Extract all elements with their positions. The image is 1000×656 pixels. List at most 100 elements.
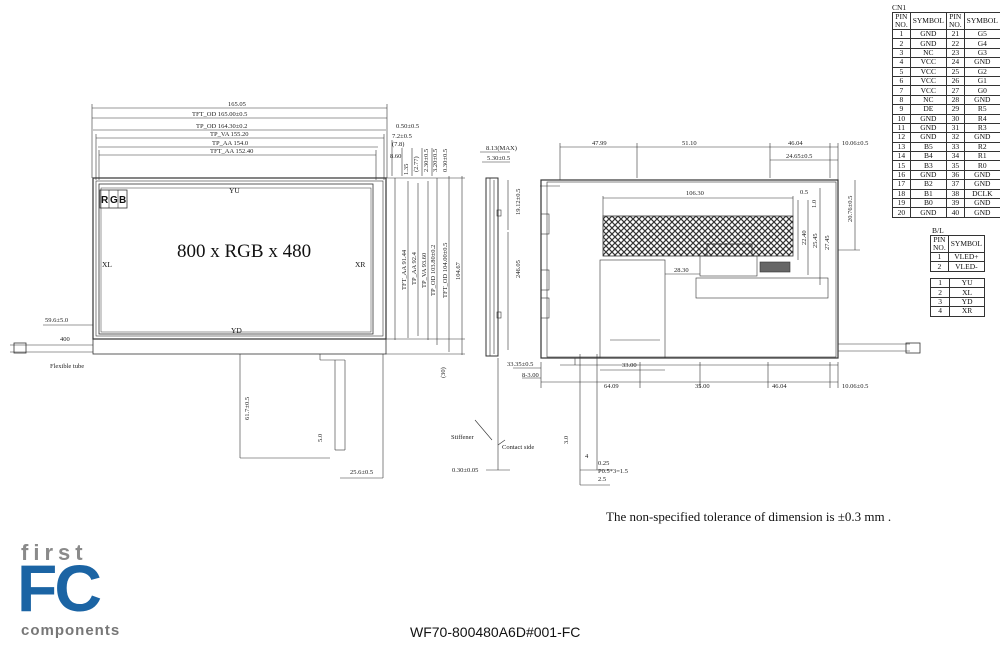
dim-v-tft-aa: TFT_AA 91.44	[401, 249, 408, 290]
part-number: WF70-800480A6D#001-FC	[410, 624, 581, 640]
cn1-cell: R1	[963, 151, 1000, 162]
cn1-cell: G5	[963, 28, 1000, 40]
cn1-cell: GND	[963, 198, 1000, 209]
dim-fpc-vert: 61.7±0.5	[244, 397, 251, 420]
stiffener-label: Stiffener	[451, 434, 474, 441]
cn1-cell: GND	[909, 132, 947, 143]
rear-fpc-dim-2: 4	[585, 453, 589, 460]
cn1-cell: B4	[909, 151, 947, 162]
tp-cell: 4	[929, 306, 951, 317]
dim-small-1: 0.50±0.5	[396, 123, 419, 130]
cn1-cell: R0	[963, 160, 1000, 171]
side-dim-2: 246.05	[515, 260, 522, 278]
logo-first: first	[21, 540, 88, 565]
cn1-cell: 30	[945, 113, 965, 124]
cn1-cell: 1	[892, 28, 911, 40]
tp-cell: 3	[929, 296, 951, 308]
dim-small-4: 8.60	[390, 153, 401, 160]
rear-dim-top-2: 51.10	[682, 140, 697, 147]
cn1-cell: 29	[945, 104, 965, 115]
cn1-cell: NC	[909, 94, 947, 106]
cable-tube: Flexible tube	[50, 363, 84, 370]
rear-dim-inner-4: 22.40	[801, 230, 808, 245]
cn1-cell: 16	[892, 169, 911, 181]
rgb-g: G	[110, 195, 118, 206]
tp-cell: YD	[949, 296, 985, 308]
cn1-cell: 33	[945, 141, 965, 153]
dim-small-2: 7.2±0.5	[392, 133, 412, 140]
cn1-cell: R4	[963, 113, 1000, 124]
bl-cell: VLED+	[947, 251, 986, 263]
rear-dim-inner-1: 106.30	[686, 190, 704, 197]
cn1-cell: GND	[963, 132, 1000, 143]
cn1-cell: GND	[963, 207, 1000, 218]
cn1-cell: G4	[963, 38, 1000, 49]
cn1-cell: GND	[963, 169, 1000, 181]
tp-cell: XR	[949, 306, 985, 317]
dim-v-small-2: (2.77)	[413, 156, 420, 172]
cn1-cell: 17	[892, 179, 911, 190]
cn1-cell: G3	[963, 47, 1000, 59]
dim-v-small-1: 1.35	[403, 164, 410, 175]
rear-dim-inner-2: 0.5	[800, 189, 808, 196]
bl-header-row: PIN NO. SYMBOL	[930, 235, 986, 253]
cn1-cell: 21	[945, 28, 965, 40]
dim-fpc-small: 5.0	[317, 434, 324, 442]
rear-dim-bottom-5: 46.04	[772, 383, 787, 390]
cn1-cell: 27	[945, 85, 965, 96]
logo-components: components	[21, 622, 121, 639]
cn1-cell: 40	[945, 207, 965, 218]
cn1-cell: G1	[963, 75, 1000, 87]
edge-label-right: XR	[355, 260, 365, 269]
cn1-cell: 20	[892, 207, 911, 218]
cn1-header-symbol-b: SYMBOL	[963, 12, 1000, 30]
cn1-cell: 23	[945, 47, 965, 59]
rear-dim-top-3: 46.04	[788, 140, 803, 147]
cn1-cell: R5	[963, 104, 1000, 115]
cn1-cell: 9	[892, 104, 911, 115]
cn1-cell: 3	[892, 47, 911, 59]
rear-dim-top-4: 10.06±0.5	[842, 140, 868, 147]
dim-v-tp-od: TP_OD 103.80±0.2	[430, 245, 437, 296]
cn1-header-pin-a: PIN NO.	[892, 12, 911, 30]
cn1-cell: 7	[892, 85, 911, 96]
cn1-cell: 10	[892, 113, 911, 124]
rear-dim-inner-9: 33.00	[622, 362, 637, 369]
cn1-caption: CN1	[892, 3, 907, 12]
cn1-cell: 6	[892, 75, 911, 87]
cn1-cell: GND	[909, 28, 947, 40]
tp-cell: 1	[929, 277, 951, 289]
cn1-cell: B1	[909, 188, 947, 200]
rear-dim-inner-6: 27.45	[824, 235, 831, 250]
cn1-cell: 25	[945, 66, 965, 77]
dim-fpc-paren: (30)	[440, 367, 447, 378]
cn1-cell: B5	[909, 141, 947, 153]
cn1-cell: GND	[909, 113, 947, 124]
rgb-r: R	[101, 195, 109, 206]
cn1-cell: VCC	[909, 85, 947, 96]
cn1-cell: 22	[945, 38, 965, 49]
cn1-header-row: PIN NO. SYMBOL PIN NO. SYMBOL	[892, 12, 1000, 30]
cn1-cell: R3	[963, 122, 1000, 134]
cn1-cell: 24	[945, 57, 965, 68]
cn1-cell: VCC	[909, 75, 947, 87]
edge-label-top: YU	[229, 186, 240, 195]
cn1-cell: R2	[963, 141, 1000, 153]
